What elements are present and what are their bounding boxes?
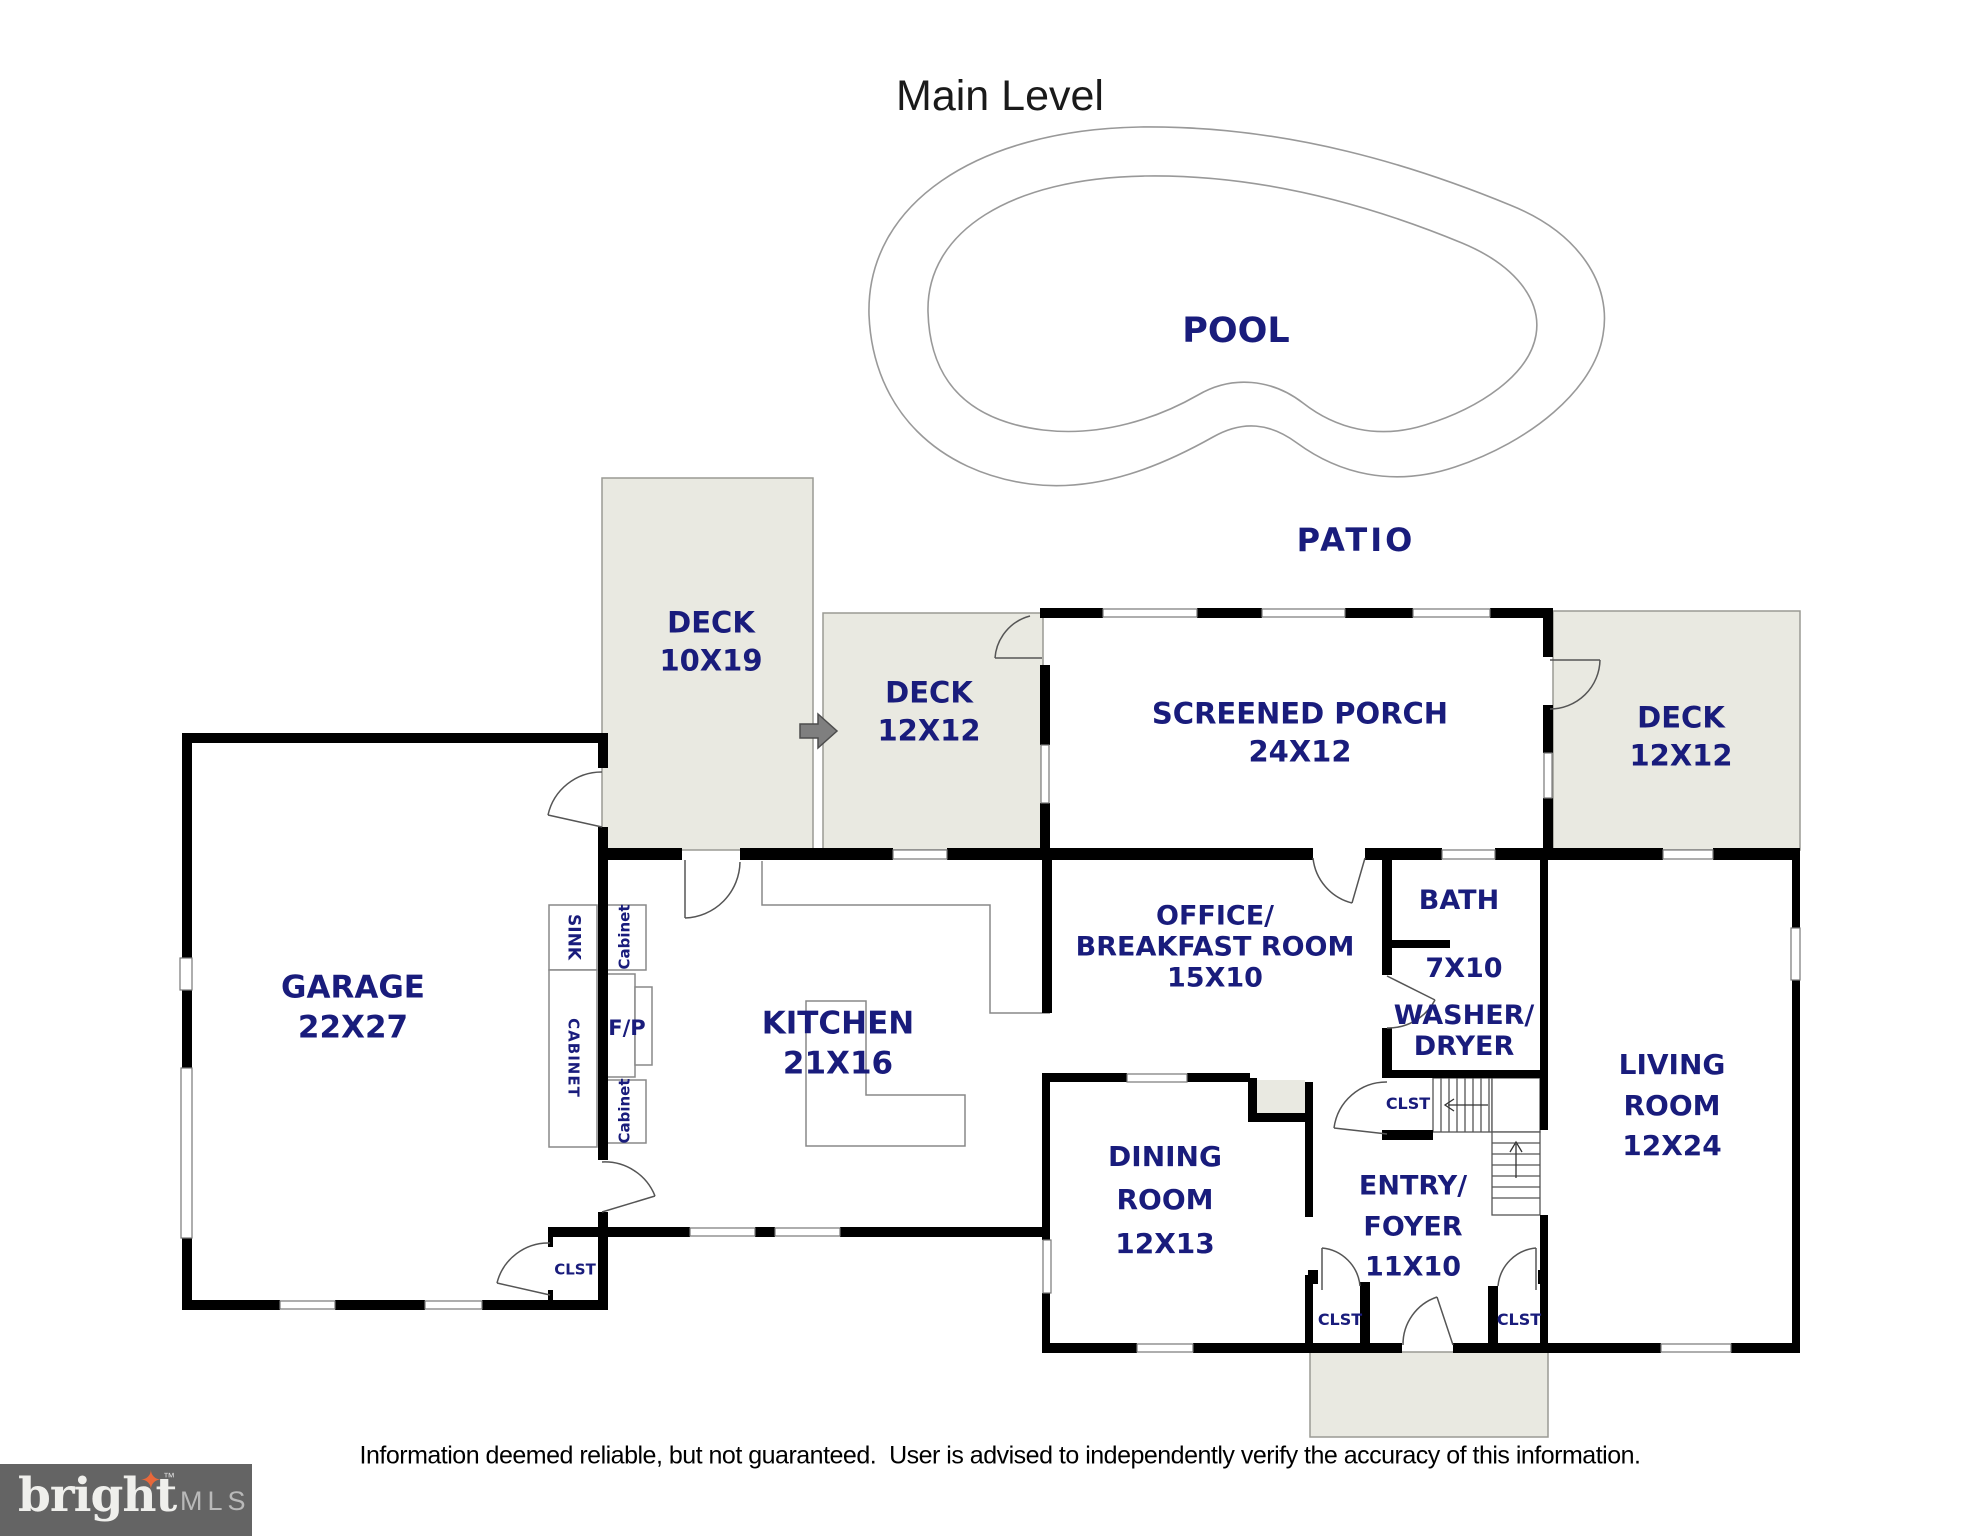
closet-front-right-label: CLST bbox=[1496, 1310, 1542, 1329]
windows bbox=[179, 608, 1801, 1353]
garage-dims: 22X27 bbox=[297, 1010, 409, 1046]
front-stoop-area bbox=[1309, 1351, 1549, 1438]
door-garage-to-deck bbox=[547, 771, 603, 828]
disclaimer-text: Information deemed reliable, but not gua… bbox=[359, 1441, 1641, 1470]
door-stairs-closet bbox=[1333, 1081, 1388, 1135]
deck-upper-label: DECK 10X19 bbox=[659, 604, 762, 679]
laundry-line1: WASHER/ bbox=[1393, 999, 1535, 1031]
door-garage-closet bbox=[496, 1242, 551, 1296]
office-line1: OFFICE/ bbox=[1155, 900, 1275, 932]
deck-left-label: DECK 12X12 bbox=[877, 674, 980, 749]
stairs-direction-arrow-left bbox=[1443, 1098, 1488, 1112]
kitchen-name: KITCHEN bbox=[761, 1005, 915, 1042]
pool-outline bbox=[868, 126, 1606, 487]
walls bbox=[182, 608, 1800, 1353]
living-room-label: LIVING ROOM 12X24 bbox=[1619, 1045, 1726, 1167]
pantry-area bbox=[1255, 1080, 1305, 1115]
screened-porch-dims: 24X12 bbox=[1248, 734, 1352, 768]
sink-cabinet-box bbox=[548, 904, 598, 971]
fireplace-hearth-box bbox=[634, 986, 653, 1066]
deck-10x19-area bbox=[601, 477, 814, 851]
garage-name: GARAGE bbox=[281, 969, 425, 1006]
cabinet-box-tall bbox=[548, 969, 598, 1148]
closet-garage-label: CLST bbox=[554, 1260, 596, 1279]
entry-dims: 11X10 bbox=[1365, 1251, 1461, 1283]
deck-upper-dims: 10X19 bbox=[659, 643, 763, 677]
dining-line2: ROOM bbox=[1116, 1183, 1214, 1217]
kitchen-dims: 21X16 bbox=[782, 1046, 894, 1082]
door-porch-to-left-deck bbox=[994, 615, 1042, 659]
laundry-line2: DRYER bbox=[1413, 1031, 1515, 1062]
entry-foyer-label: ENTRY/ FOYER 11X10 bbox=[1359, 1166, 1467, 1288]
closet-stairs-label: CLST bbox=[1385, 1094, 1431, 1113]
logo-trademark: ™ bbox=[163, 1470, 175, 1484]
office-dims: 15X10 bbox=[1167, 962, 1263, 994]
cabinet-top-label: Cabinet bbox=[615, 904, 634, 970]
staircase bbox=[1432, 1077, 1541, 1216]
patio-label: PATIO bbox=[1296, 521, 1416, 559]
deck-right-dims: 12X12 bbox=[1629, 738, 1733, 772]
kitchen-island bbox=[805, 1000, 966, 1147]
living-line2: ROOM bbox=[1623, 1088, 1721, 1122]
stairs-direction-arrow-up bbox=[1509, 1140, 1523, 1178]
office-line2: BREAKFAST ROOM bbox=[1075, 931, 1355, 963]
deck-right-name: DECK bbox=[1637, 700, 1725, 735]
logo-brand-text: bright bbox=[18, 1468, 177, 1523]
dining-line1: DINING bbox=[1108, 1139, 1222, 1173]
sink-label: SINK bbox=[563, 914, 584, 960]
closet-front-left-label: CLST bbox=[1317, 1310, 1363, 1329]
deck-areas bbox=[601, 477, 1801, 1438]
office-label: OFFICE/ BREAKFAST ROOM 15X10 bbox=[1076, 900, 1355, 993]
door-porch-to-right-deck bbox=[1549, 659, 1601, 710]
dining-dims: 12X13 bbox=[1115, 1226, 1215, 1260]
entry-line2: FOYER bbox=[1363, 1210, 1463, 1242]
pool-label: POOL bbox=[1182, 311, 1290, 352]
kitchen-label: KITCHEN 21X16 bbox=[762, 1004, 915, 1085]
door-kitchen-to-deck bbox=[684, 860, 741, 919]
door-porch-to-office bbox=[1312, 857, 1366, 904]
door-front-closet-right bbox=[1497, 1247, 1537, 1290]
living-dims: 12X24 bbox=[1622, 1129, 1722, 1163]
page-title: Main Level bbox=[896, 72, 1104, 121]
logo-mls-text: MLS bbox=[180, 1486, 251, 1516]
cabinet-tall-label: CABINET bbox=[564, 1018, 583, 1098]
deck-left-name: DECK bbox=[885, 675, 973, 710]
bath-label: BATH bbox=[1418, 885, 1500, 917]
screened-porch-label: SCREENED PORCH 24X12 bbox=[1152, 695, 1448, 770]
garage-label: GARAGE 22X27 bbox=[281, 968, 425, 1049]
fireplace-label: F/P bbox=[608, 1015, 646, 1040]
arrow-icon bbox=[799, 712, 839, 750]
door-front-entry bbox=[1402, 1296, 1454, 1346]
doors bbox=[496, 615, 1601, 1346]
cabinet-box-top bbox=[604, 904, 647, 971]
living-line1: LIVING bbox=[1618, 1048, 1726, 1082]
fireplace-box bbox=[604, 973, 636, 1078]
cabinet-box-bottom bbox=[604, 1079, 647, 1144]
deck-12x12-left-area bbox=[822, 612, 1044, 851]
laundry-label: WASHER/ DRYER bbox=[1394, 1000, 1535, 1062]
dining-room-label: DINING ROOM 12X13 bbox=[1108, 1135, 1222, 1265]
deck-left-dims: 12X12 bbox=[877, 713, 981, 747]
deck-upper-name: DECK bbox=[667, 605, 755, 640]
kitchen-counter bbox=[761, 861, 1050, 1014]
garage-door-opening bbox=[180, 1067, 193, 1239]
cabinet-bottom-label: Cabinet bbox=[615, 1078, 634, 1144]
entry-line1: ENTRY/ bbox=[1358, 1170, 1468, 1202]
brightmls-logo: bright ✦ ™ MLS bbox=[0, 1464, 252, 1536]
deck-right-label: DECK 12X12 bbox=[1629, 699, 1732, 774]
stairs-landing bbox=[1491, 1077, 1541, 1133]
door-front-closet-left bbox=[1321, 1247, 1361, 1290]
door-kitchen-rear bbox=[601, 1161, 656, 1213]
logo-star-icon: ✦ bbox=[140, 1466, 162, 1496]
bath-dims-label: 7X10 bbox=[1425, 953, 1503, 985]
screened-porch-name: SCREENED PORCH bbox=[1151, 696, 1449, 731]
cabinet-boxes bbox=[548, 904, 653, 1148]
door-bath-laundry bbox=[1386, 975, 1436, 1029]
